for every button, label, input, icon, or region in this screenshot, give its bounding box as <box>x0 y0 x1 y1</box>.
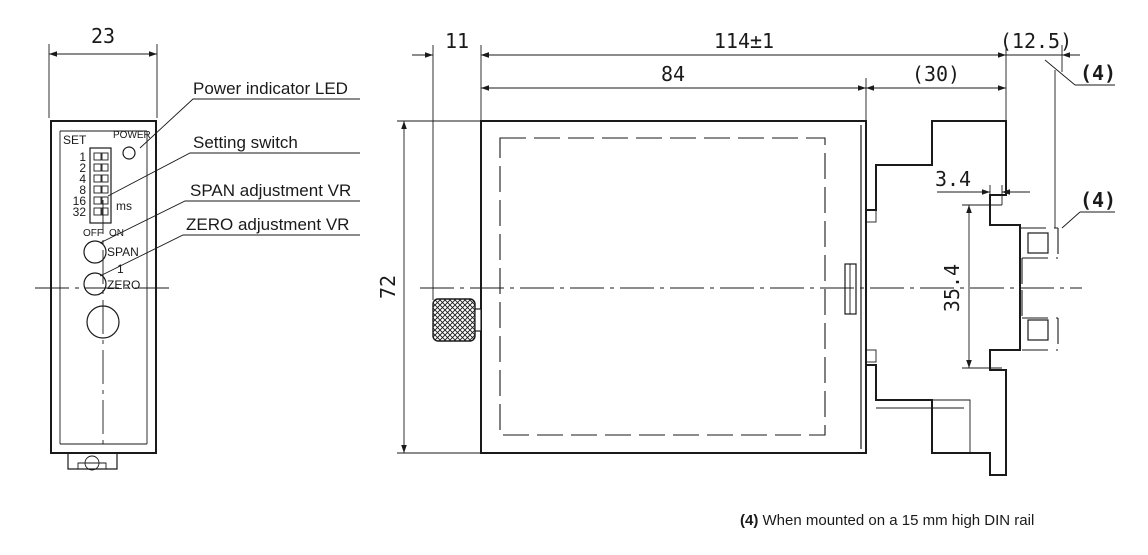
side-view: 11 114±1 (12.5) 84 (30) (4) 72 <box>376 29 1116 476</box>
side-body-outline <box>480 120 867 454</box>
note-leader-top <box>1044 59 1076 86</box>
knob-depth-dimension: 11 <box>445 29 469 53</box>
switch-value-4: 4 <box>79 172 86 186</box>
side-inner-dashed <box>499 137 826 436</box>
on-label: ON <box>109 228 124 239</box>
set-label: SET <box>63 133 87 147</box>
power-led-icon <box>122 146 136 160</box>
bracket-inner-bottom <box>876 399 971 453</box>
power-label: POWER <box>113 130 151 141</box>
front-latch-inner <box>77 462 107 469</box>
switch-value-1: 1 <box>79 150 86 164</box>
body-length-dimension: 84 <box>661 62 685 86</box>
leader-setting-switch <box>107 152 360 197</box>
zero-label: ZERO <box>107 278 140 292</box>
footnote-text: When mounted on a 15 mm high DIN rail <box>763 512 1035 529</box>
switch-value-8: 8 <box>79 183 86 197</box>
dip-switch-cells <box>93 152 109 216</box>
front-bottom-latch <box>67 453 118 470</box>
din-rail-profile-top <box>1027 232 1049 254</box>
zero-vr-label: ZERO adjustment VR <box>186 215 349 234</box>
footnote-ref: (4) <box>740 512 758 529</box>
knurled-knob-icon <box>432 298 476 342</box>
power-led-label: Power indicator LED <box>193 79 348 98</box>
front-width-dimension: 23 <box>91 24 115 48</box>
leader-power-led <box>139 98 360 149</box>
note-ref-mid: (4) <box>1080 188 1116 212</box>
ms-unit: ms <box>116 199 132 213</box>
front-view: 23 SET POWER 1 2 4 8 16 32 <box>35 24 360 471</box>
switch-value-2: 2 <box>79 161 86 175</box>
front-body-outline <box>50 120 157 454</box>
note-leader-mid <box>1061 211 1081 229</box>
total-length-dimension: 114±1 <box>714 29 774 53</box>
setting-switch-label: Setting switch <box>193 133 298 152</box>
connector-hole-icon <box>86 305 120 339</box>
din-rail-dashed <box>1020 227 1059 351</box>
note-ref-top: (4) <box>1080 61 1116 85</box>
span-label: SPAN <box>107 245 139 259</box>
switch-value-32: 32 <box>73 205 87 219</box>
span-vr-icon <box>83 240 107 264</box>
rail-height-dimension: 35.4 <box>940 264 964 312</box>
bracket-tab-bottom <box>865 349 877 363</box>
zero-vr-icon <box>83 272 107 296</box>
switch-value-16: 16 <box>73 194 87 208</box>
leader-span-vr <box>99 200 360 244</box>
zero-number: 1 <box>117 262 124 276</box>
footnote: (4) When mounted on a 15 mm high DIN rai… <box>740 512 1034 529</box>
knob-shaft <box>474 308 482 332</box>
span-vr-label: SPAN adjustment VR <box>190 181 351 200</box>
rail-depth-dimension: 3.4 <box>935 167 971 191</box>
front-latch-circle <box>84 455 100 471</box>
rail-offset-dimension: (12.5) <box>1000 29 1072 53</box>
din-rail-profile-bottom <box>1027 319 1049 341</box>
mount-length-dimension: (30) <box>912 62 960 86</box>
height-dimension: 72 <box>376 275 400 299</box>
bracket-tab-top <box>865 209 877 223</box>
mounting-bracket-outline <box>866 120 1021 476</box>
side-slot <box>844 263 857 315</box>
dip-switch-frame <box>89 147 112 224</box>
footnote-line: (4) When mounted on a 15 mm high DIN rai… <box>740 512 1034 529</box>
leader-zero-vr <box>99 234 360 277</box>
off-label: OFF <box>83 228 103 239</box>
